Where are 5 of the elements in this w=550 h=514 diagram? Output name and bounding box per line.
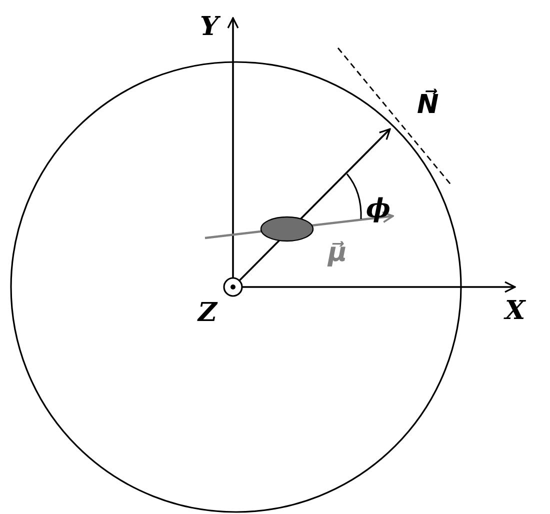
- axis-label: Z: [198, 300, 217, 326]
- vector-label: μ⃗: [328, 240, 348, 266]
- angle-label: ϕ: [366, 196, 390, 222]
- axis-label: X: [505, 298, 526, 324]
- axis-label: Y: [200, 14, 219, 40]
